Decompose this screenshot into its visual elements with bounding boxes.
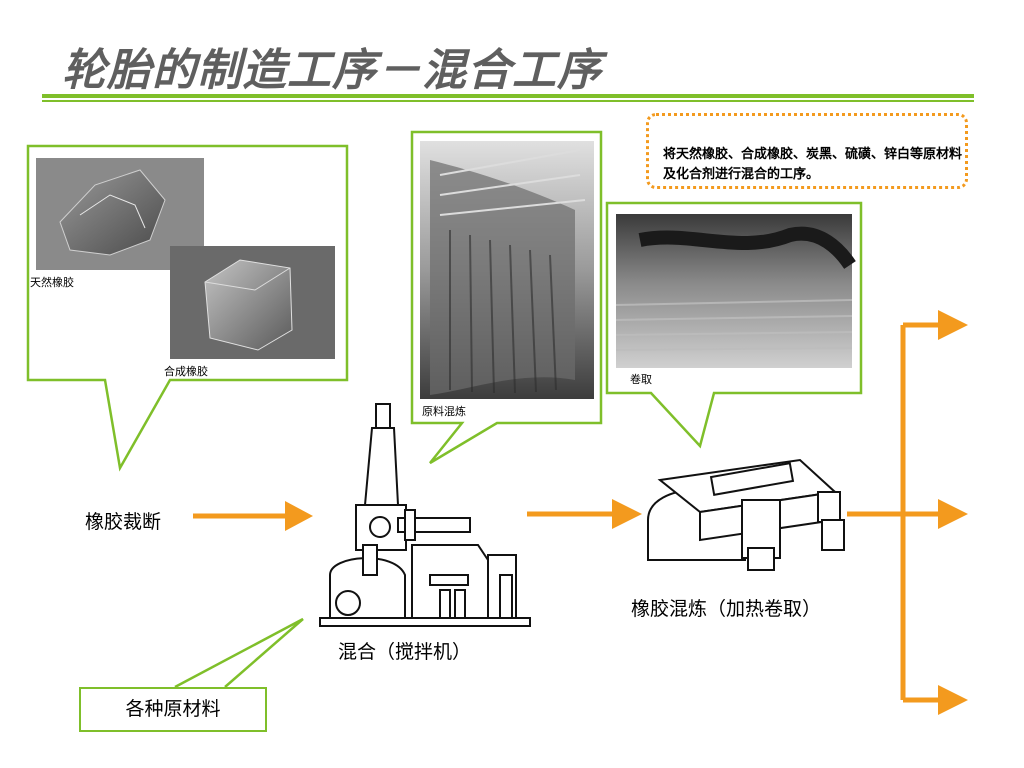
raw-mixing-caption: 原料混炼 <box>422 405 466 418</box>
raw-mixing-photo <box>420 141 594 399</box>
roller-mill-icon <box>647 458 845 571</box>
page-title: 轮胎的制造工序－混合工序 <box>62 45 602 96</box>
process-arrow-icon <box>193 310 968 715</box>
winding-photo <box>615 214 856 368</box>
title-underline <box>42 94 974 98</box>
natural-rubber-caption: 天然橡胶 <box>30 276 74 289</box>
process-note: 将天然橡胶、合成橡胶、炭黑、硫磺、锌白等原材料及化合剂进行混合的工序。 <box>646 113 968 189</box>
title-underline-thin <box>42 100 974 102</box>
rubber-cutting-label: 橡胶裁断 <box>85 511 162 533</box>
kneading-label: 橡胶混炼（加热卷取） <box>631 598 822 620</box>
synthetic-rubber-photo <box>170 246 335 359</box>
callout-pointer-raw <box>174 617 304 689</box>
mixer-machine-icon <box>319 403 531 627</box>
raw-materials-box: 各种原材料 <box>79 687 267 732</box>
winding-caption: 卷取 <box>630 373 652 386</box>
synthetic-rubber-caption: 合成橡胶 <box>164 365 208 378</box>
mixing-label: 混合（搅拌机） <box>338 641 472 663</box>
